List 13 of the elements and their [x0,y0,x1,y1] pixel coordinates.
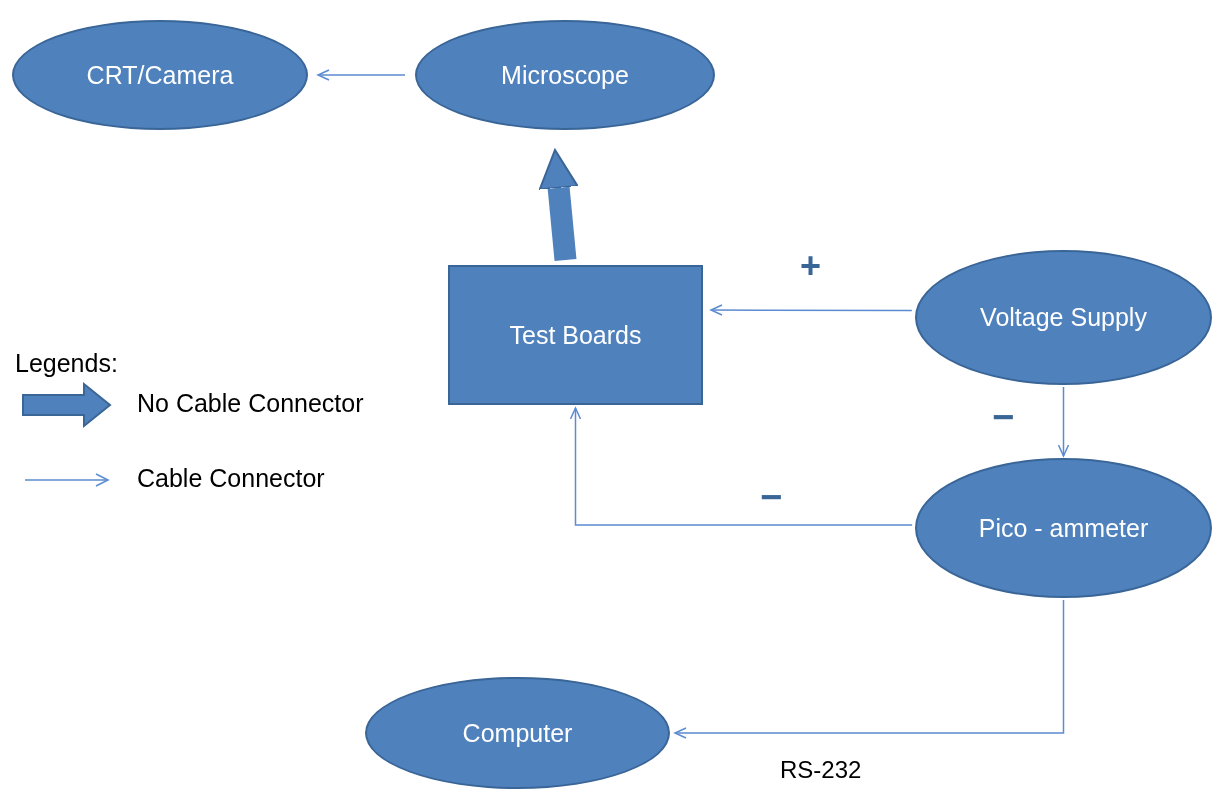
ellipse-node: CRT/Camera [12,20,308,130]
arrow [317,69,406,81]
arrow [710,304,913,316]
process-box: Test Boards [448,265,703,405]
ellipse-node: Pico - ammeter [915,458,1212,598]
block-arrow [538,148,579,262]
ellipse-node: Voltage Supply [915,250,1212,385]
legend-title: Legends: [15,350,118,378]
ellipse-node: Microscope [415,20,715,130]
arrow [674,599,1065,739]
ellipse-node: Computer [365,677,670,789]
arrow [569,407,913,526]
arrow [1057,386,1070,457]
